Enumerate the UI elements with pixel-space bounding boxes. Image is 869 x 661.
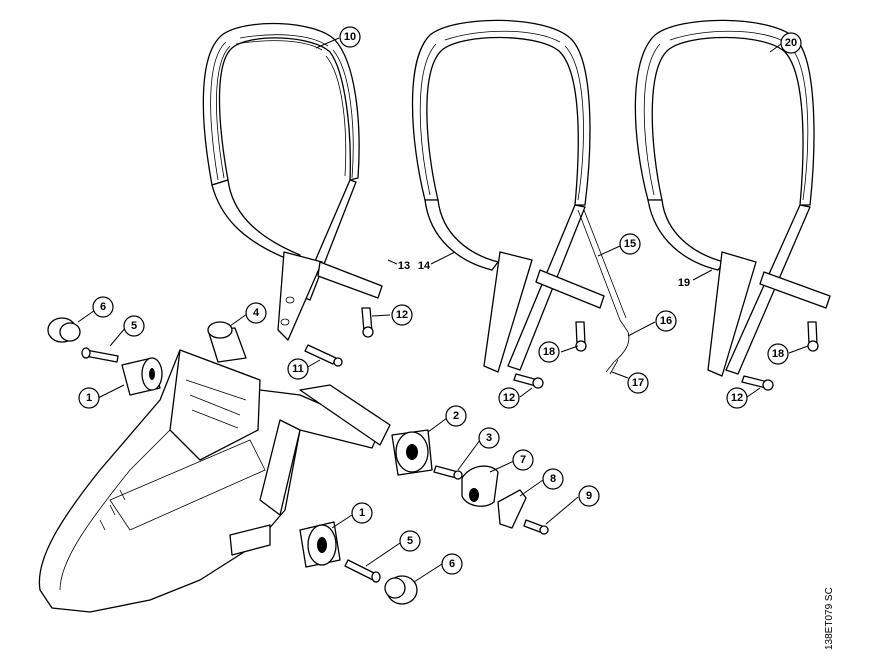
svg-text:19: 19 xyxy=(678,277,690,289)
screw-11 xyxy=(304,344,343,367)
callout-5-upper: 5 xyxy=(123,315,145,337)
screw-3 xyxy=(433,465,463,480)
callout-19: 19 xyxy=(678,277,690,289)
callout-6-lower: 6 xyxy=(441,553,463,575)
svg-text:12: 12 xyxy=(503,392,515,404)
cap-6-lower xyxy=(384,575,418,605)
svg-text:6: 6 xyxy=(100,301,106,313)
screw-9 xyxy=(523,519,549,535)
drawing-code: 138ET079 SC xyxy=(824,587,835,650)
cap-6-upper xyxy=(47,317,81,343)
callout-17: 17 xyxy=(627,372,649,394)
callout-4: 4 xyxy=(245,302,267,324)
buffer-4 xyxy=(207,321,247,363)
callout-14: 14 xyxy=(418,260,431,272)
callout-1-upper: 1 xyxy=(78,387,100,409)
callout-1-lower: 1 xyxy=(351,502,373,524)
svg-text:13: 13 xyxy=(398,260,410,272)
svg-text:20: 20 xyxy=(785,37,797,49)
screw-18-middle xyxy=(575,321,587,352)
svg-text:2: 2 xyxy=(453,410,459,422)
screw-18-right xyxy=(807,321,819,352)
svg-text:11: 11 xyxy=(292,363,304,375)
screw-12-left xyxy=(361,307,374,338)
svg-text:5: 5 xyxy=(131,320,137,332)
buffer-1-upper xyxy=(121,357,163,396)
screw-5-upper xyxy=(81,347,119,363)
leader-lines xyxy=(77,37,809,583)
svg-text:14: 14 xyxy=(418,260,431,272)
callout-10: 10 xyxy=(339,26,361,48)
clip-7 xyxy=(461,465,499,507)
callout-9: 9 xyxy=(578,485,600,507)
screw-5-lower xyxy=(344,559,381,583)
buffer-2 xyxy=(391,429,433,476)
callout-15: 15 xyxy=(619,233,641,255)
callout-11: 11 xyxy=(287,358,309,380)
svg-text:10: 10 xyxy=(344,31,356,43)
svg-text:18: 18 xyxy=(772,348,784,360)
handlebar-14 xyxy=(411,19,630,373)
callout-12-left: 12 xyxy=(391,304,413,326)
screw-12-middle xyxy=(513,373,544,389)
hook-8 xyxy=(497,489,527,529)
callout-8: 8 xyxy=(542,468,564,490)
callout-5-lower: 5 xyxy=(399,530,421,552)
svg-text:6: 6 xyxy=(449,558,455,570)
buffer-1-lower xyxy=(299,521,341,568)
svg-text:7: 7 xyxy=(520,454,526,466)
svg-text:4: 4 xyxy=(253,307,260,319)
callout-12-right: 12 xyxy=(726,387,748,409)
callout-13: 13 xyxy=(398,260,410,272)
svg-text:1: 1 xyxy=(359,507,365,519)
svg-text:12: 12 xyxy=(731,392,743,404)
main-housing xyxy=(38,349,391,613)
svg-text:15: 15 xyxy=(624,238,636,250)
callout-18-middle: 18 xyxy=(538,341,560,363)
callout-18-right: 18 xyxy=(767,343,789,365)
callout-6-upper: 6 xyxy=(92,296,114,318)
svg-text:9: 9 xyxy=(586,490,592,502)
callout-12-middle: 12 xyxy=(498,387,520,409)
svg-text:17: 17 xyxy=(632,377,644,389)
callout-3: 3 xyxy=(478,427,500,449)
svg-text:8: 8 xyxy=(550,473,556,485)
screw-12-right xyxy=(741,375,774,391)
callout-7: 7 xyxy=(512,449,534,471)
svg-text:5: 5 xyxy=(407,535,413,547)
svg-text:12: 12 xyxy=(396,309,408,321)
callout-2: 2 xyxy=(445,405,467,427)
callout-16: 16 xyxy=(655,310,677,332)
handlebar-10 xyxy=(202,22,383,341)
handlebar-19 xyxy=(634,19,831,377)
svg-text:1: 1 xyxy=(86,392,92,404)
svg-text:16: 16 xyxy=(660,315,672,327)
callout-20: 20 xyxy=(780,32,802,54)
wire-16-17 xyxy=(605,359,619,375)
svg-text:3: 3 xyxy=(486,432,492,444)
svg-text:18: 18 xyxy=(543,346,555,358)
